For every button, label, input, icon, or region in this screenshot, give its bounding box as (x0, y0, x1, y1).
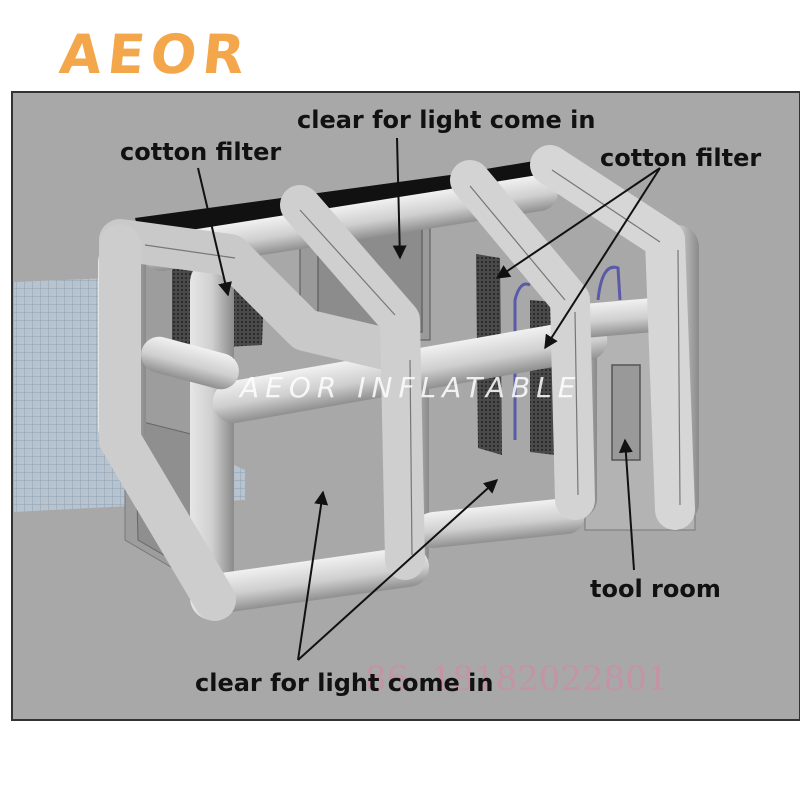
tube-arch-4 (530, 145, 695, 530)
aeor-logo: AEOR (56, 23, 254, 86)
door-curve-1 (513, 282, 531, 440)
arrow-cotton-left (197, 167, 232, 297)
tube-arch-1 (99, 219, 411, 371)
label-cotton-filter-right: cotton filter (600, 144, 762, 172)
tube-arch-front-left (99, 224, 236, 621)
arrow-cotton-right-1 (495, 167, 661, 279)
tube-arch-3 (450, 160, 595, 520)
tube-seams (144, 169, 681, 556)
label-cotton-filter-left: cotton filter (120, 138, 282, 166)
phone-watermark: 86- 18182022801 (365, 659, 669, 699)
door-curve-2 (596, 265, 622, 301)
arrow-tool-room (618, 438, 635, 571)
tube-arch-2 (280, 185, 425, 580)
label-tool-room: tool room (590, 575, 721, 603)
tube-mid-left (141, 336, 239, 390)
arrow-clear-bottom-2 (297, 479, 499, 661)
arrow-cotton-right-2 (544, 167, 661, 350)
tube-bottom-front (200, 546, 430, 614)
booth-roof-edge (135, 160, 545, 238)
tube-bottom-right (415, 497, 585, 549)
brand-watermark: AEOR INFLATABLE (240, 371, 582, 404)
label-clear-top: clear for light come in (297, 106, 596, 134)
arrow-clear-bottom-1 (297, 490, 329, 661)
arrow-clear-top (392, 137, 407, 260)
label-clear-bottom: clear for light come in (195, 669, 494, 697)
